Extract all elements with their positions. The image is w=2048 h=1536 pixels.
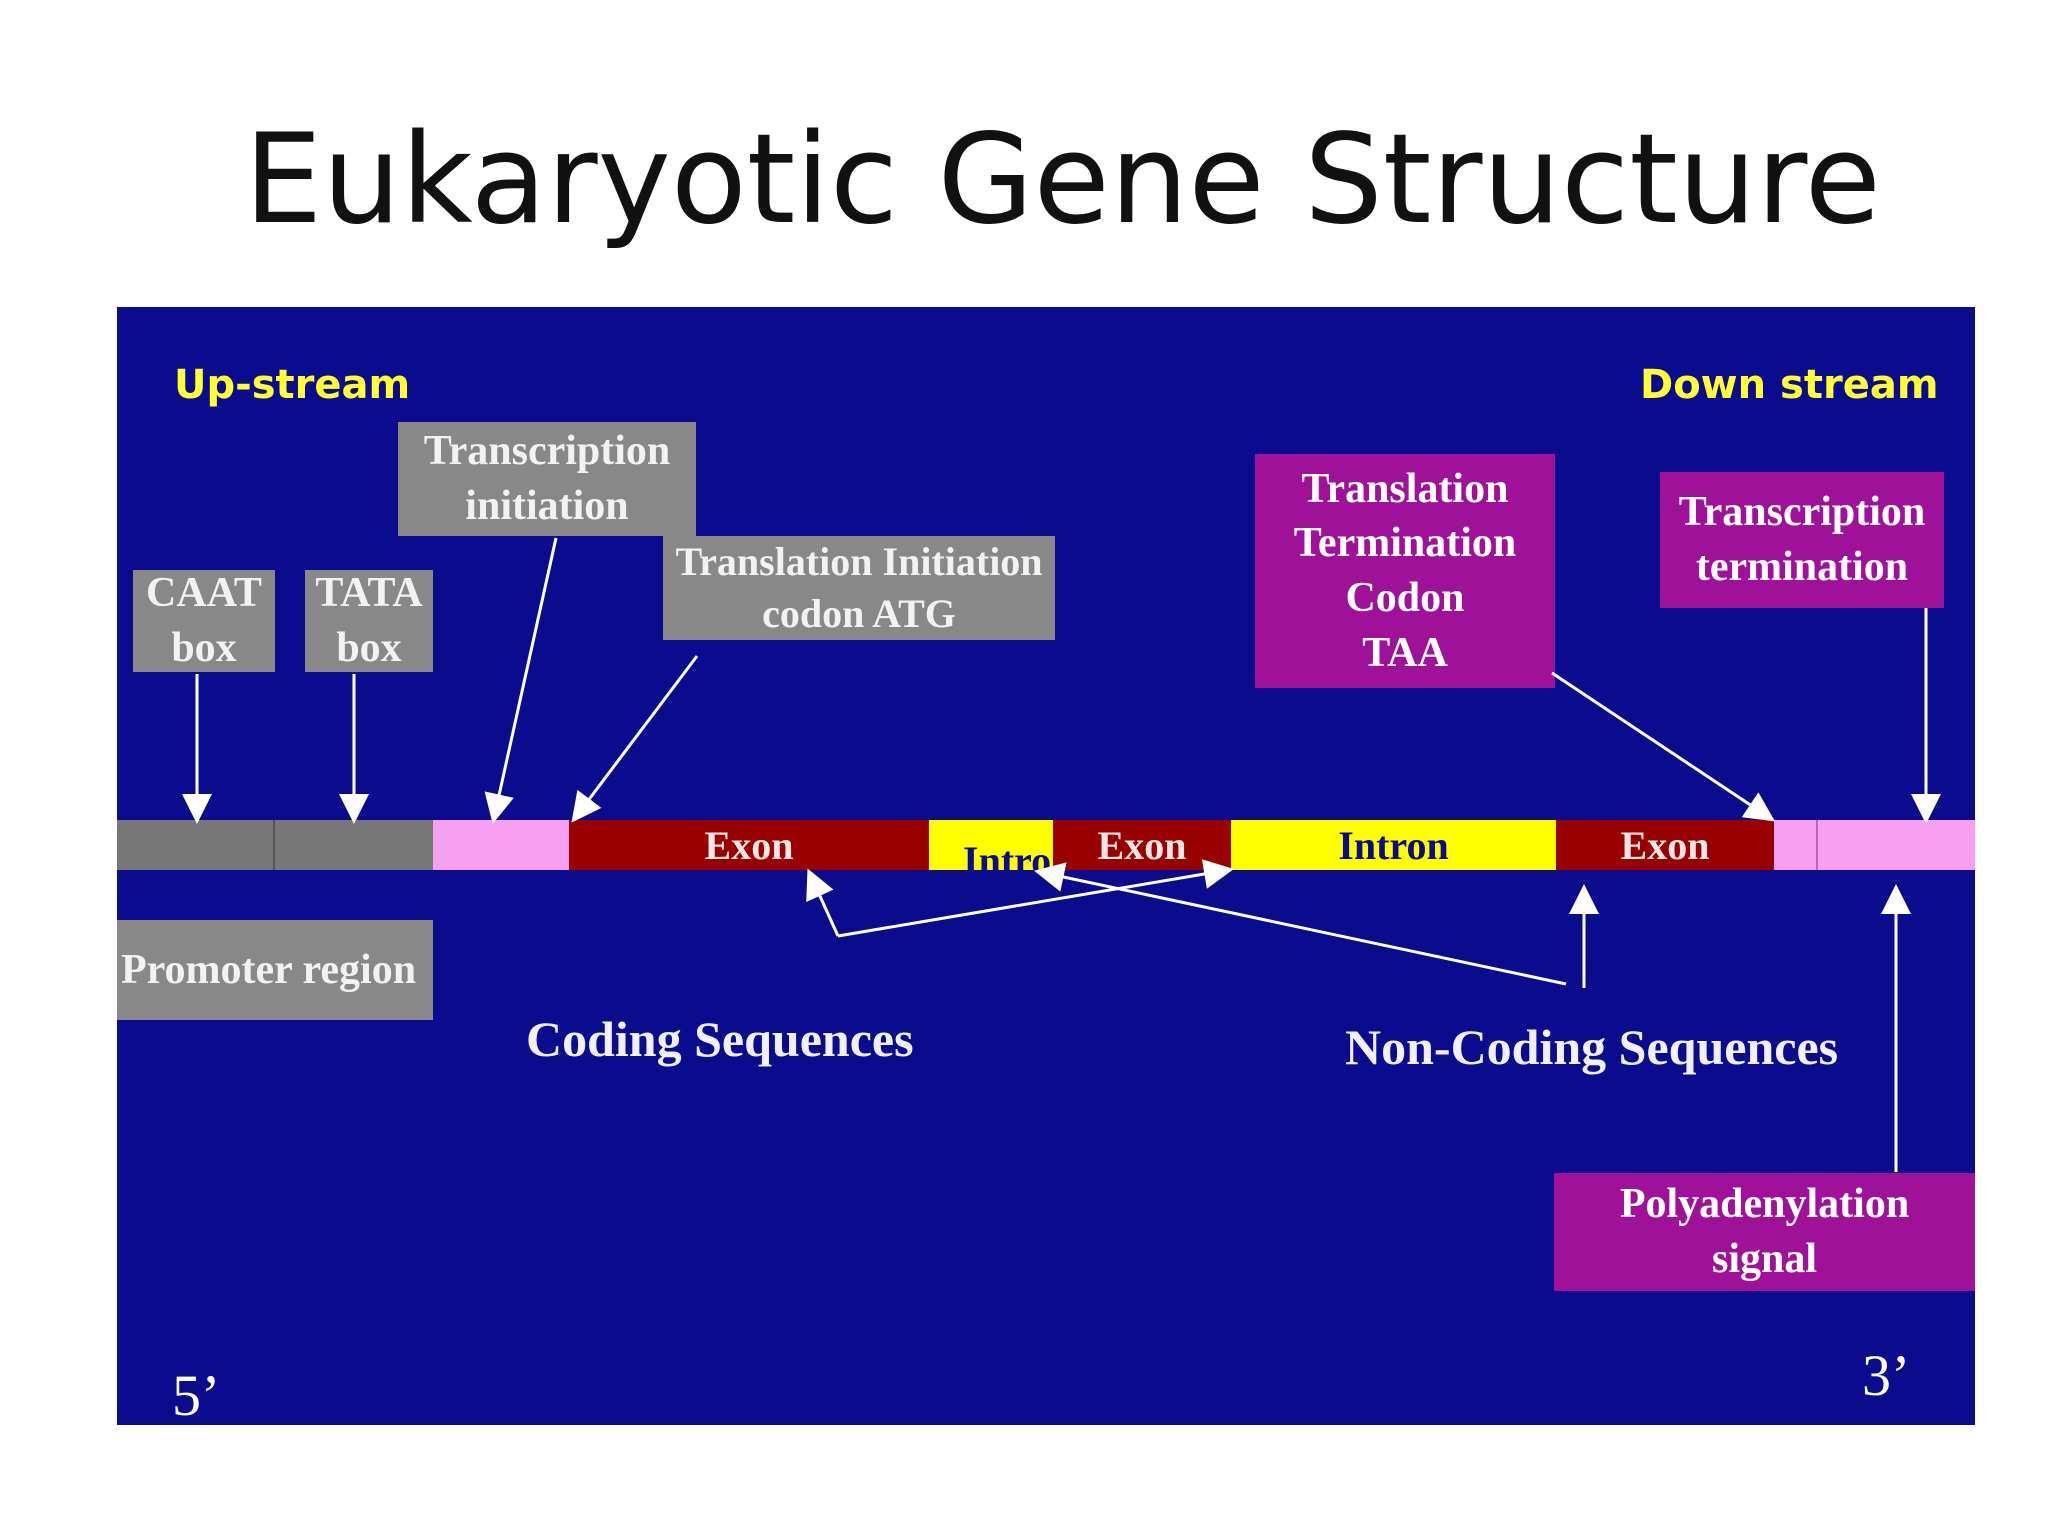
translation-initiation-box: Translation Initiation codon ATG: [663, 536, 1055, 640]
non-coding-sequences-label: Non-Coding Sequences: [1345, 1019, 1839, 1075]
polyadenylation-signal-box: Polyadenylation signal: [1554, 1173, 1975, 1291]
exon-2-label: Exon: [1097, 822, 1187, 868]
caat-box-label: CAAT box: [133, 570, 275, 672]
exon-3-label: Exon: [1620, 822, 1710, 868]
intron-1-segment: Intro: [929, 820, 1053, 870]
coding-sequences-label: Coding Sequences: [526, 1011, 914, 1067]
exon-3-segment: Exon: [1556, 820, 1774, 870]
exon-1-label: Exon: [704, 822, 794, 868]
transcription-termination-box: Transcription termination: [1660, 472, 1944, 608]
tata-segment: [275, 820, 433, 870]
tata-box-label: TATA box: [305, 570, 433, 672]
utr-5-segment: [433, 820, 569, 870]
utr-3-segment-a: [1774, 820, 1818, 870]
downstream-label: Down stream: [1640, 362, 1939, 408]
exon-2-segment: Exon: [1053, 820, 1231, 870]
intron-1-label: Intro: [963, 838, 1052, 870]
page-title: Eukaryotic Gene Structure: [244, 108, 1881, 252]
caat-segment: [117, 820, 275, 870]
upstream-label: Up-stream: [174, 362, 411, 408]
utr-3-segment-b: [1818, 820, 1975, 870]
intron-2-label: Intron: [1338, 822, 1449, 868]
translation-termination-box: Translation Termination Codon TAA: [1255, 454, 1555, 688]
exon-1-segment: Exon: [569, 820, 929, 870]
three-prime-label: 3’: [1862, 1343, 1911, 1408]
intron-2-segment: Intron: [1231, 820, 1556, 870]
five-prime-label: 5’: [172, 1363, 221, 1428]
transcription-initiation-box: Transcription initiation: [398, 422, 696, 536]
promoter-region-box: Promoter region: [117, 920, 433, 1020]
